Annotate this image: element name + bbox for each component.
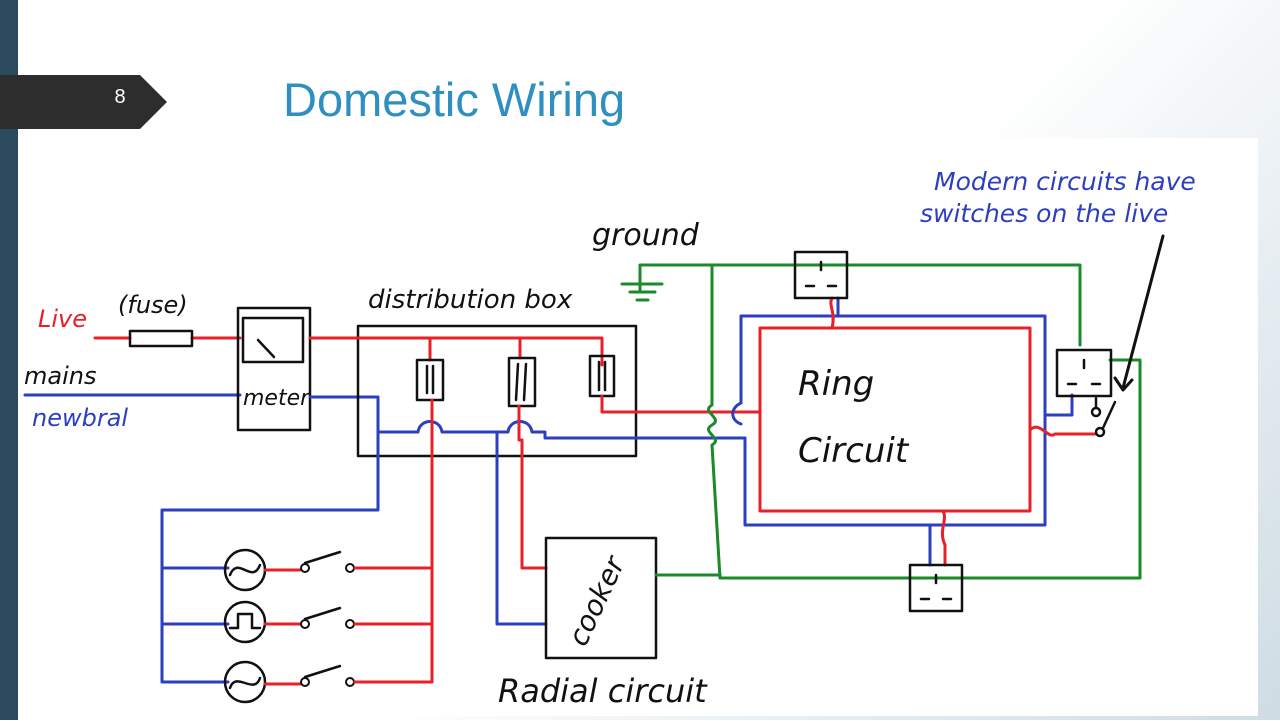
lamp-switch-1 — [263, 550, 434, 573]
fuse-symbol — [128, 329, 194, 348]
socket-right-neutral-wire — [1043, 393, 1074, 417]
lamp-switch-3 — [263, 664, 434, 687]
socket-right-live-wire — [1028, 425, 1097, 437]
fuse-label: (fuse) — [118, 291, 188, 319]
cooker-box — [544, 536, 658, 660]
ring-label: Ring — [798, 364, 874, 404]
neutral-label: newbral — [32, 404, 128, 432]
ring-neutral-loop — [731, 314, 1047, 527]
socket-top — [793, 250, 849, 300]
wiring-diagram: Live mains newbral (fuse) meter distribu… — [23, 167, 1196, 710]
annotation-line-1: Modern circuits have — [934, 167, 1196, 196]
ground-label: ground — [592, 218, 700, 253]
slide-number-tab — [0, 75, 140, 129]
distribution-box-label: distribution box — [368, 285, 573, 315]
slide-number: 8 — [114, 86, 126, 108]
lamp-1 — [223, 548, 267, 592]
lamp-2 — [223, 600, 267, 644]
socket-bottom — [908, 563, 964, 613]
ring-live-feed — [600, 394, 762, 414]
annotation-line-2: switches on the live — [920, 199, 1168, 228]
left-accent-band — [0, 0, 18, 720]
ring-live-loop — [758, 326, 1032, 513]
annotation-arrow — [1113, 234, 1165, 392]
wiring-diagram-panel: Live mains newbral (fuse) meter distribu… — [20, 138, 1258, 716]
slide-title: Domestic Wiring — [283, 73, 626, 126]
neutral-meter-to-box — [308, 395, 380, 434]
socket-bottom-tap-live — [940, 509, 947, 567]
socket-live-switch — [1090, 396, 1117, 438]
neutral-lighting-feed — [160, 430, 380, 684]
breaker-2 — [507, 356, 537, 408]
ground-symbol — [620, 282, 664, 302]
earth-wiring — [638, 263, 1142, 580]
live-busbar — [356, 336, 604, 367]
live-radial-2 — [517, 404, 548, 570]
neutral-busbar — [376, 420, 747, 440]
meter-box — [236, 306, 312, 432]
neutral-cooker-feed — [495, 430, 548, 626]
slide-number-tab-arrow — [140, 75, 167, 129]
cooker-label: cooker — [561, 550, 632, 651]
live-label: Live — [38, 305, 87, 333]
lamp-switch-2 — [263, 606, 434, 629]
radial-circuit-label: Radial circuit — [498, 672, 708, 710]
breaker-1 — [415, 358, 445, 402]
socket-right — [1055, 348, 1113, 398]
meter-label: meter — [243, 386, 311, 411]
socket-top-tap-live — [829, 296, 835, 330]
circuit-label: Circuit — [798, 431, 910, 471]
lamp-3 — [223, 660, 267, 704]
mains-label: mains — [24, 362, 96, 390]
